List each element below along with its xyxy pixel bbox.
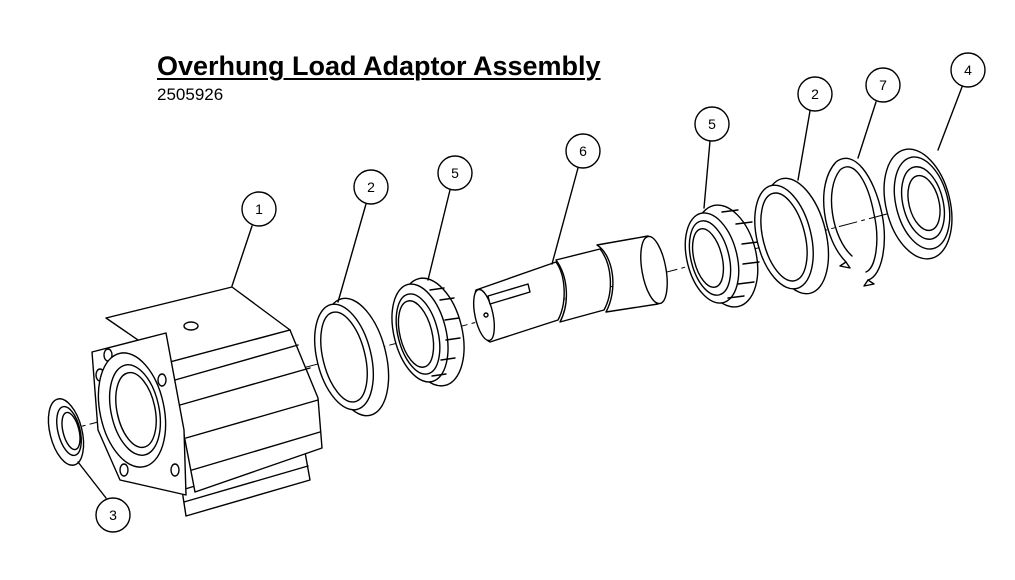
callout-5-right: 5	[694, 106, 730, 209]
callout-7: 7	[857, 67, 901, 159]
callout-label: 3	[109, 507, 117, 523]
seal-large	[883, 148, 953, 260]
callout-label: 5	[708, 116, 716, 132]
retaining-ring	[823, 157, 885, 287]
seal-small	[47, 398, 85, 466]
drawing-title: Overhung Load Adaptor Assembly	[157, 51, 601, 81]
bearing-cup-left	[314, 297, 390, 417]
callout-label: 4	[964, 62, 972, 78]
bearing-cup-right	[754, 177, 830, 295]
callout-label: 6	[579, 143, 587, 159]
shaft	[472, 235, 668, 343]
callout-label: 2	[367, 179, 375, 195]
bearing-cone-right	[684, 204, 760, 308]
callout-2-left: 2	[337, 169, 389, 303]
housing	[91, 286, 323, 517]
bearing-cone-left	[391, 277, 465, 387]
callout-5-left: 5	[427, 155, 473, 281]
callout-1: 1	[231, 191, 277, 287]
callout-2-right: 2	[797, 76, 833, 181]
callout-label: 7	[879, 77, 887, 93]
callout-6: 6	[551, 133, 601, 265]
callout-3: 3	[77, 461, 131, 533]
callout-4: 4	[937, 52, 986, 151]
part-number: 2505926	[157, 85, 224, 104]
callout-label: 5	[451, 165, 459, 181]
callout-label: 2	[811, 86, 819, 102]
callout-label: 1	[255, 201, 263, 217]
